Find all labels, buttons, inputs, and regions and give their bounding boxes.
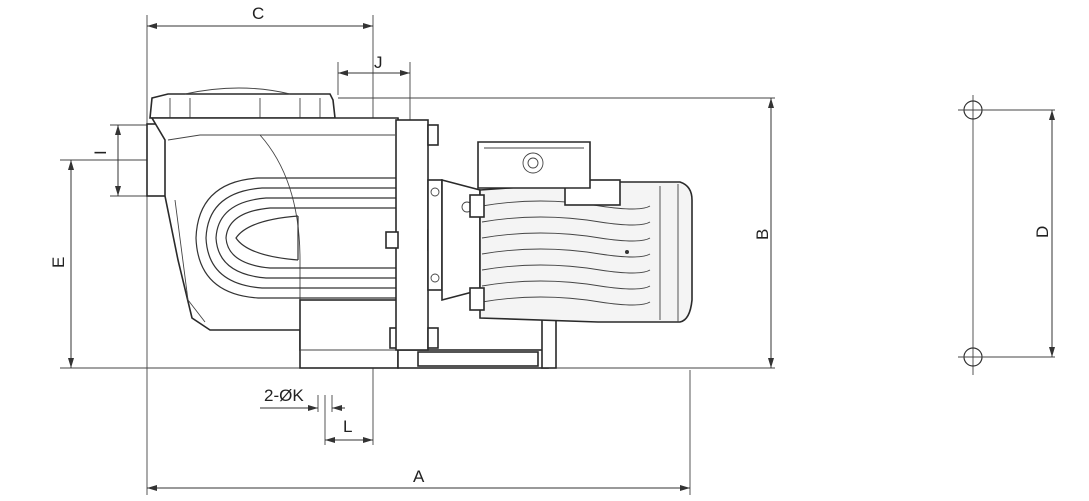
motor [469, 179, 693, 323]
strainer-lid [149, 87, 336, 119]
label-j: J [374, 53, 383, 72]
label-b: B [753, 229, 772, 240]
handle-loops [195, 177, 428, 299]
mounting-hole-icon [958, 347, 988, 367]
dimension-e [68, 160, 74, 368]
flange-plate [385, 119, 443, 351]
label-l: L [343, 417, 352, 436]
terminal-box [477, 141, 591, 189]
label-k: 2-ØK [264, 386, 304, 405]
pump-base [299, 299, 557, 369]
dimension-i [115, 125, 121, 196]
dimension-l [325, 437, 373, 443]
dimension-a [147, 485, 690, 491]
dimension-b [768, 98, 774, 368]
mounting-hole-icon [958, 100, 988, 120]
label-d: D [1033, 226, 1052, 238]
dimension-j [338, 70, 410, 76]
dimension-d [1049, 110, 1055, 357]
label-a: A [413, 467, 425, 486]
dimension-k [260, 395, 345, 412]
base-hole-view [958, 95, 988, 375]
label-c: C [252, 4, 264, 23]
dimension-c [147, 23, 373, 29]
pump-assembly [146, 87, 693, 369]
label-i: I [91, 150, 110, 155]
label-e: E [49, 257, 68, 268]
strainer-housing [146, 117, 401, 351]
